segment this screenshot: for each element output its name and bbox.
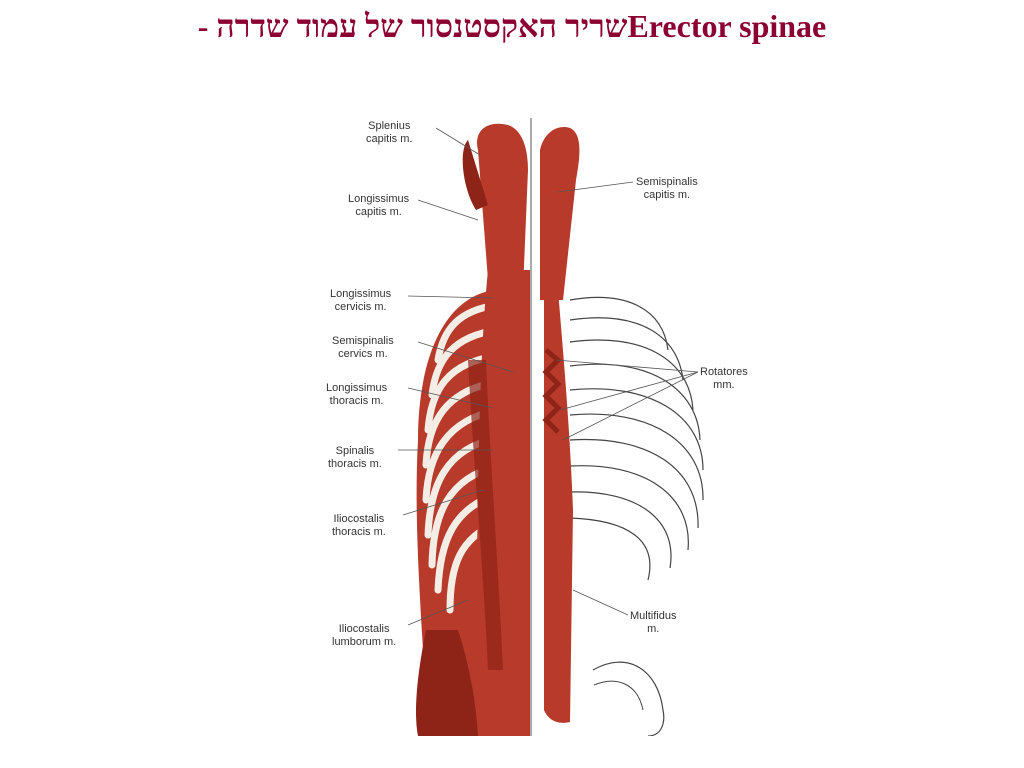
- title-separator: -: [197, 8, 209, 44]
- left-erector-column: [458, 270, 530, 736]
- title-hebrew: שריר האקסטנסור של עמוד שדרה: [216, 8, 628, 44]
- left-neck-muscles: [477, 123, 528, 290]
- left-column-shading: [468, 360, 503, 670]
- back-muscles-illustration: [398, 118, 704, 736]
- pelvis-inner: [593, 680, 644, 711]
- rotatores: [542, 348, 562, 434]
- lumborum-bulk: [415, 630, 478, 736]
- leader-lines: [398, 127, 699, 626]
- pelvis-outline: [592, 661, 665, 736]
- slide-title: - שריר האקסטנסור של עמוד שדרהErector spi…: [0, 8, 1024, 45]
- right-semispinalis: [540, 126, 580, 300]
- title-latin: Erector spinae: [627, 8, 827, 44]
- right-ribcage: [569, 296, 704, 581]
- splenius-shape: [462, 140, 488, 210]
